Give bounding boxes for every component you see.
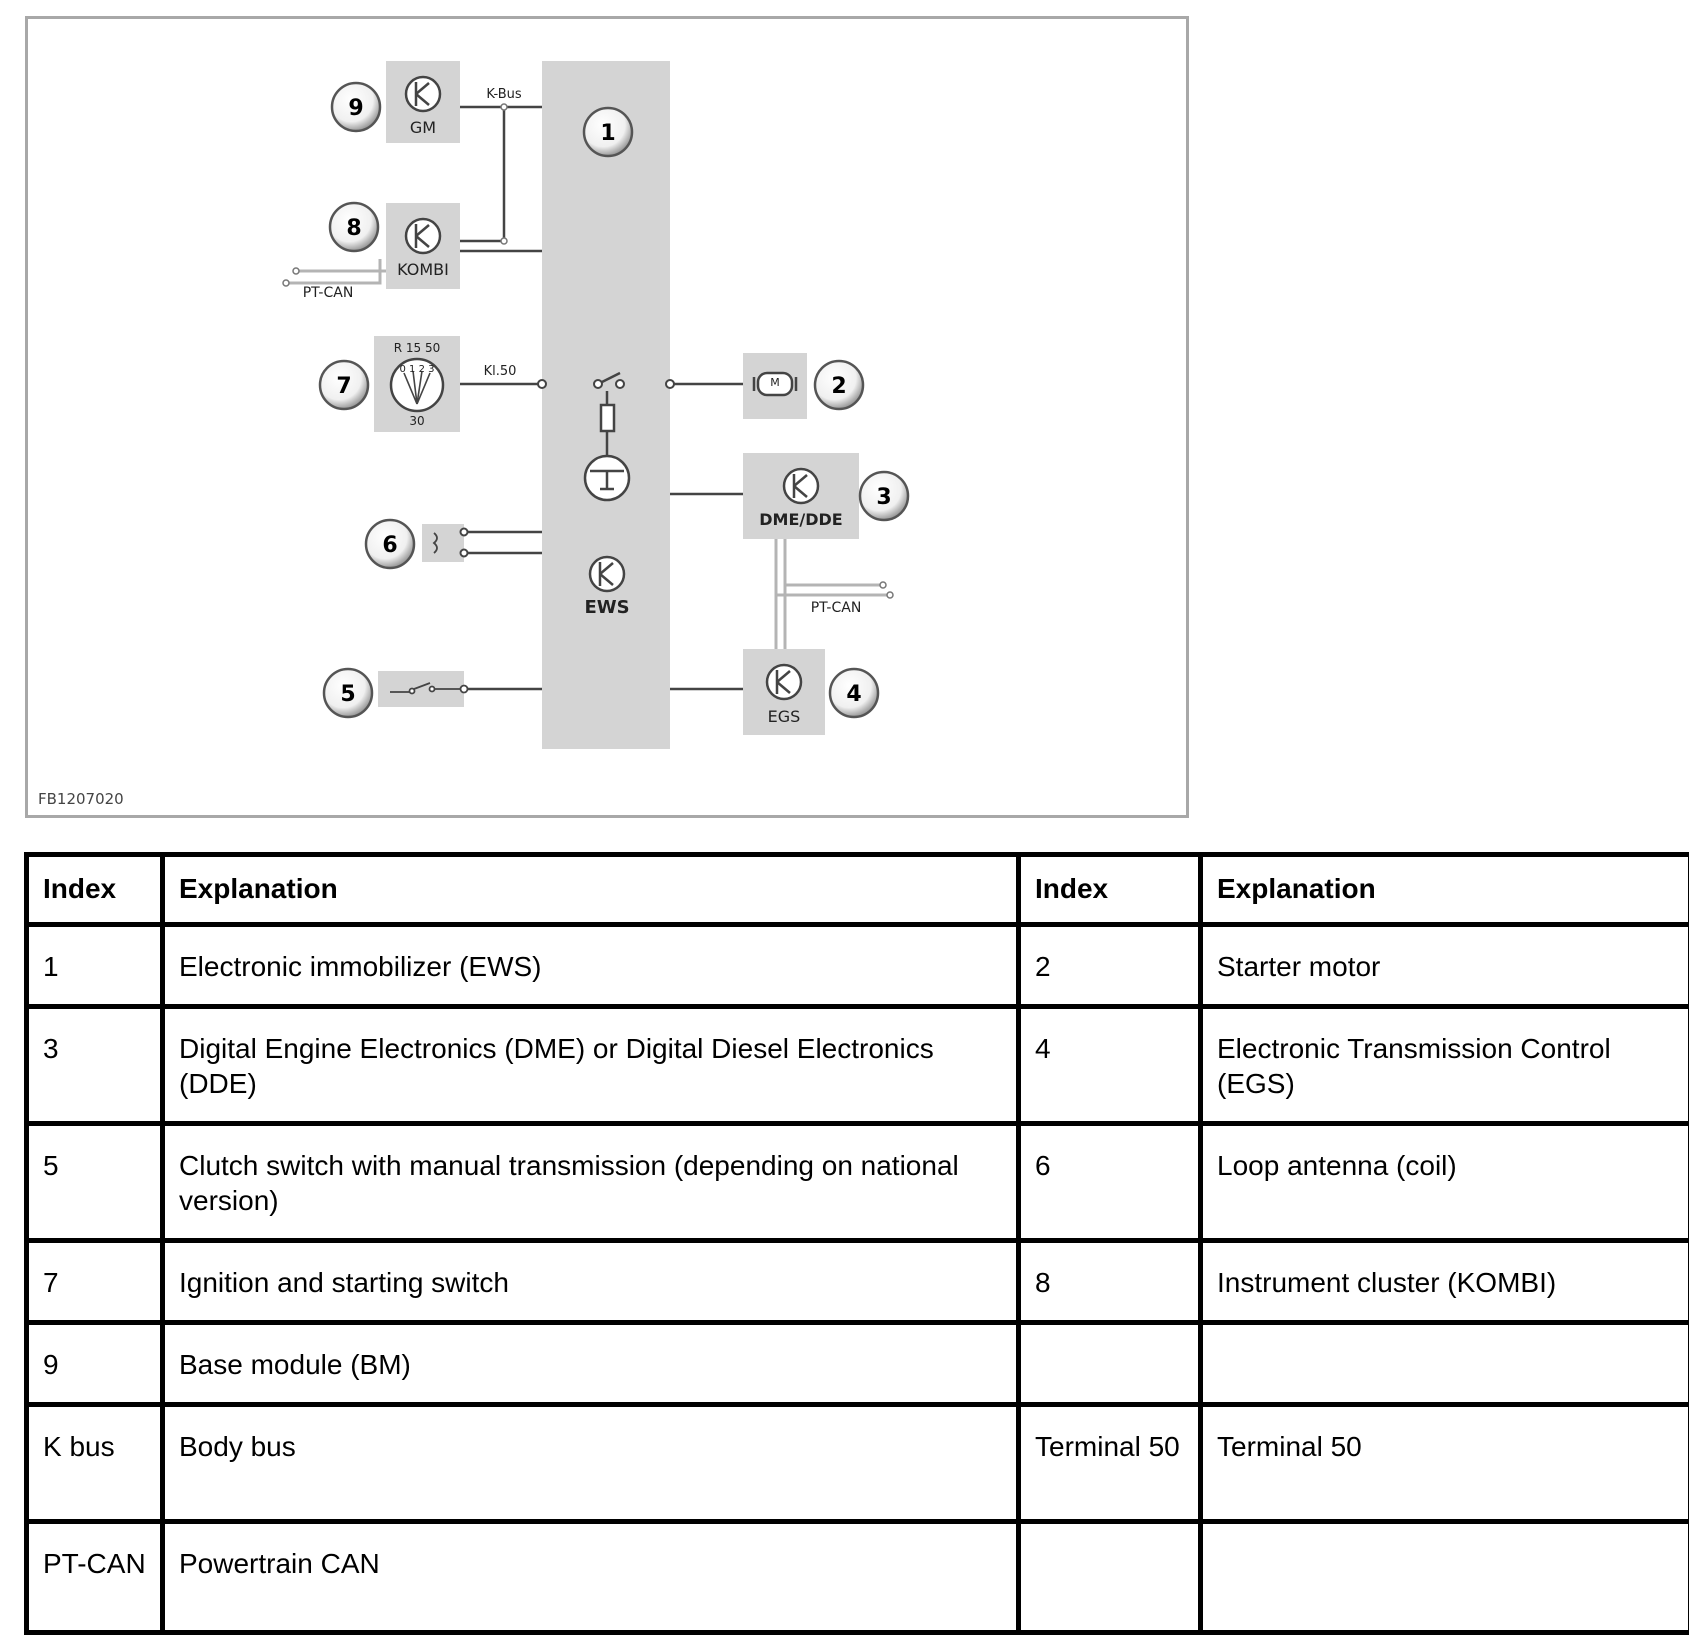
kombi-ecu-icon <box>404 217 442 255</box>
kbus-kombi-wire <box>460 107 506 243</box>
table-row: 3 Digital Engine Electronics (DME) or Di… <box>24 1004 1689 1126</box>
ews-label: EWS <box>584 597 629 618</box>
ews-wiring-diagram: EWS GM K-Bus KOMBI PT-CAN R 15 50 <box>38 61 910 808</box>
svg-text:4: 4 <box>846 682 861 707</box>
svg-text:6: 6 <box>382 533 397 558</box>
gm-label: GM <box>410 118 436 137</box>
pt-can-left-line-2 <box>286 259 382 285</box>
table-row: 9 Base module (BM) <box>24 1320 1689 1407</box>
pt-can-left-label: PT-CAN <box>303 285 354 301</box>
table-header-row: Index Explanation Index Explanation <box>24 852 1689 927</box>
dme-dde-label: DME/DDE <box>759 510 842 529</box>
gm-ecu-icon <box>404 75 442 113</box>
table-row: K bus Body bus Terminal 50 Terminal 50 <box>24 1402 1689 1524</box>
table-cell: Base module (BM) <box>160 1320 1021 1407</box>
header-index-2: Index <box>1016 852 1203 927</box>
coil-icon <box>432 532 438 554</box>
callout-2: 2 <box>813 359 865 411</box>
table-cell <box>1016 1320 1203 1407</box>
ignition-dial-icon <box>389 357 445 413</box>
table-cell: Terminal 50 <box>1016 1402 1203 1524</box>
egs-ecu-icon <box>765 663 803 701</box>
callout-7: 7 <box>318 359 370 411</box>
svg-text:3: 3 <box>876 485 891 510</box>
table-cell: Loop antenna (coil) <box>1198 1121 1689 1243</box>
table-cell: Electronic Transmission Control (EGS) <box>1198 1004 1689 1126</box>
ignition-terminal-30: 30 <box>409 414 424 428</box>
ews-ecu-icon <box>588 555 626 593</box>
ignition-dial-labels: 0 1 2 3 <box>400 364 435 375</box>
pt-can-left-line-1 <box>296 251 390 273</box>
callout-5: 5 <box>322 667 374 719</box>
callouts: 1 2 3 4 5 6 7 <box>318 81 910 719</box>
callout-9: 9 <box>330 81 382 133</box>
loop-antenna-module <box>422 524 464 562</box>
svg-text:8: 8 <box>346 216 361 241</box>
callout-3: 3 <box>858 470 910 522</box>
table-cell: Ignition and starting switch <box>160 1238 1021 1325</box>
table-cell: 7 <box>24 1238 165 1325</box>
table-cell: Powertrain CAN <box>160 1519 1021 1635</box>
table-cell: Digital Engine Electronics (DME) or Digi… <box>160 1004 1021 1126</box>
kl50-label: Kl.50 <box>484 364 517 379</box>
table-cell: 5 <box>24 1121 165 1243</box>
egs-label: EGS <box>768 707 801 726</box>
ews-transistor-icon <box>583 454 631 502</box>
table-cell: Electronic immobilizer (EWS) <box>160 922 1021 1009</box>
table-row: 7 Ignition and starting switch 8 Instrum… <box>24 1238 1689 1325</box>
table-row: 1 Electronic immobilizer (EWS) 2 Starter… <box>24 922 1689 1009</box>
callout-1: 1 <box>582 106 634 158</box>
table-cell <box>1016 1519 1203 1635</box>
callout-4: 4 <box>828 667 880 719</box>
table-cell: 2 <box>1016 922 1203 1009</box>
legend-table: Index Explanation Index Explanation 1 El… <box>24 852 1689 1635</box>
motor-icon <box>752 371 798 397</box>
header-explanation-2: Explanation <box>1198 852 1689 927</box>
svg-text:7: 7 <box>336 374 351 399</box>
table-cell: 1 <box>24 922 165 1009</box>
table-cell: K bus <box>24 1402 165 1524</box>
motor-label: M <box>770 376 780 389</box>
svg-text:9: 9 <box>348 96 363 121</box>
figure-code: FB1207020 <box>38 790 124 808</box>
table-cell <box>1198 1320 1689 1407</box>
table-cell: 9 <box>24 1320 165 1407</box>
table-cell: Body bus <box>160 1402 1021 1524</box>
table-cell: 4 <box>1016 1004 1203 1126</box>
table-cell: 8 <box>1016 1238 1203 1325</box>
pt-can-right-label: PT-CAN <box>811 600 862 616</box>
header-index-1: Index <box>24 852 165 927</box>
table-cell <box>1198 1519 1689 1635</box>
diagram-frame: EWS GM K-Bus KOMBI PT-CAN R 15 50 <box>25 16 1189 818</box>
table-cell: Starter motor <box>1198 922 1689 1009</box>
table-cell: PT-CAN <box>24 1519 165 1635</box>
table-cell: Terminal 50 <box>1198 1402 1689 1524</box>
k-bus-label: K-Bus <box>486 87 522 102</box>
table-row: PT-CAN Powertrain CAN <box>24 1519 1689 1635</box>
callout-6: 6 <box>364 518 416 570</box>
table-row: 5 Clutch switch with manual transmission… <box>24 1121 1689 1243</box>
svg-text:5: 5 <box>340 682 355 707</box>
svg-text:2: 2 <box>831 374 846 399</box>
table-cell: 3 <box>24 1004 165 1126</box>
kombi-label: KOMBI <box>397 260 449 279</box>
callout-8: 8 <box>328 201 380 253</box>
table-cell: Instrument cluster (KOMBI) <box>1198 1238 1689 1325</box>
table-cell: Clutch switch with manual transmission (… <box>160 1121 1021 1243</box>
header-explanation-1: Explanation <box>160 852 1021 927</box>
clutch-switch-icon <box>390 682 469 695</box>
svg-text:1: 1 <box>600 121 615 146</box>
table-cell: 6 <box>1016 1121 1203 1243</box>
dme-ecu-icon <box>782 467 820 505</box>
ignition-switch-positions: R 15 50 <box>394 341 441 355</box>
